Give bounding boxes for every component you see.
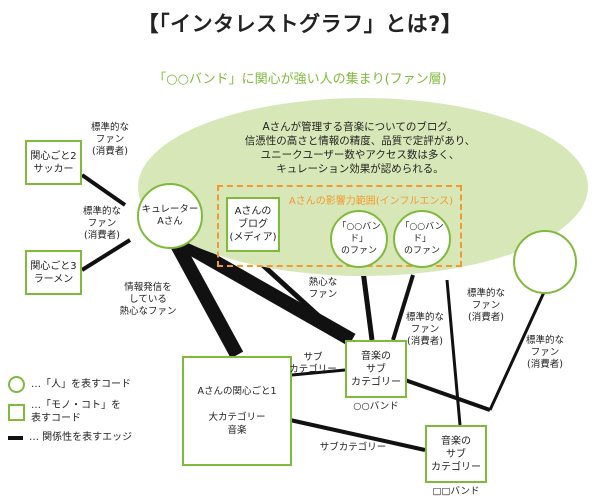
label-standard-fan-2: 標準的な ファン (消費者) [82,206,121,241]
sub-category-node-2: 音楽の サブ カテゴリー [425,425,487,483]
edge-blog-sub1 [253,256,347,342]
edge-symbol-icon [8,435,23,440]
legend-thing-label: …「モノ・コト」を 表すコード [31,400,121,424]
label-standard-fan-3: 標準的な ファン (消費者) [405,312,444,347]
sub-category-node-1: 音楽の サブ カテゴリー [345,340,407,398]
legend-edge: … 関係性を表すエッジ [8,431,178,444]
circle-symbol-icon [8,376,25,393]
label-band-1: ○○バンド [353,401,399,412]
fan-node-2: 「○○バンド」 のファン [393,210,451,268]
standard-fan-circle-node [513,230,577,294]
edge-sub1-sub2 [404,378,491,412]
fan-node-1: 「○○バンド」 のファン [330,210,388,268]
label-standard-fan-5: 標準的な ファン (消費者) [525,335,564,370]
edge-fan2-sub2 [445,279,462,426]
square-symbol-icon [8,403,25,421]
edge-interest3-curator [80,238,132,272]
label-sub-category-2: サブカテゴリー [319,442,387,453]
edge-sub1-main [291,368,346,377]
label-standard-fan-1: 標準的な ファン (消費者) [90,122,129,157]
edge-curator-sub1 [176,235,356,347]
page-title: 【「インタレストグラフ」とは?】 [137,12,463,36]
diagram-subtitle: 「○○バンド」に関心が強い人の集まり(ファン層) [153,72,447,87]
edge-circle-sub2 [488,289,547,411]
blog-media-node: Aさんの ブログ (メディア) [226,197,280,252]
label-sub-category-1: サブ カテゴリー [289,352,337,375]
interest-3-node: 関心ごと3 ラーメン [25,250,82,295]
interest-2-node: 関心ごと2 サッカー [25,140,82,185]
label-band-2: □□バンド [432,486,480,497]
legend-thing: …「モノ・コト」を 表すコード [8,399,178,425]
edge-fan2-sub1 [391,274,415,341]
edge-curator-main [163,228,244,359]
edge-interest2-curator [80,173,127,207]
label-enthusiast: 熱心な ファン [308,277,338,300]
influence-range-label: Aさんの影響力範囲(インフルエンス) [288,196,454,207]
blog-description: Aさんが管理する音楽についてのブログ。 信憑性の高さと情報の精度、品質で定評があ… [244,121,476,175]
main-interest-node: Aさんの関心ごと1 大カテゴリー 音楽 [182,356,292,466]
curator-node: キュレーター Aさん [137,183,203,249]
edge-main-sub2 [289,418,426,452]
label-standard-fan-4: 標準的な ファン (消費者) [466,288,505,323]
legend: …「人」を表すコード …「モノ・コト」を 表すコード … 関係性を表すエッジ [8,376,178,444]
legend-person-label: …「人」を表すコード [31,379,131,390]
label-info-sender: 情報発信を している 熱心なファン [119,282,177,317]
influence-range-box [217,185,462,267]
legend-person: …「人」を表すコード [8,376,178,393]
legend-edge-label: … 関係性を表すエッジ [29,432,133,443]
